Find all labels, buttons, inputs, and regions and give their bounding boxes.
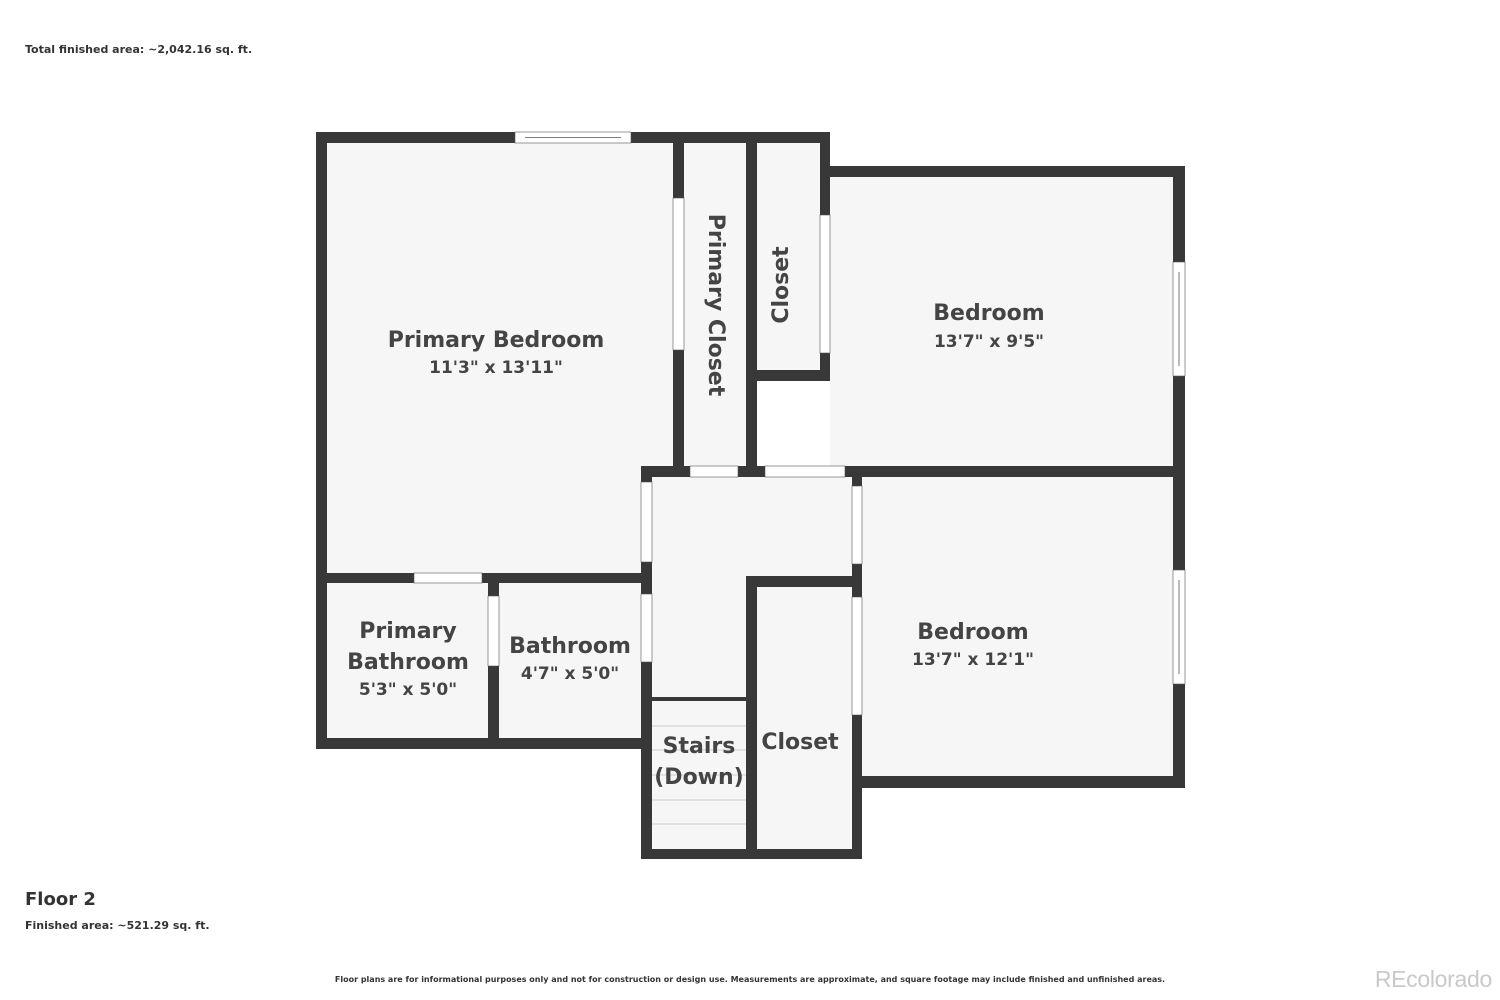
wall [641, 849, 862, 859]
bedroom-bottom-floor [862, 477, 1173, 776]
primary-closet-floor [684, 143, 746, 469]
doorway [851, 485, 863, 565]
room-dims-primary-bathroom: 5'3" x 5'0" [359, 680, 457, 700]
wall [820, 166, 1185, 177]
room-dims-bedroom-top: 13'7" x 9'5" [934, 332, 1044, 352]
wall [641, 466, 652, 859]
doorway [672, 197, 685, 351]
room-name-bedroom-bottom: Bedroom [917, 620, 1028, 645]
stair-treads [652, 725, 746, 825]
bedroom-top-floor [830, 177, 1173, 467]
wall [641, 466, 1185, 477]
floor-finished-area: Finished area: ~521.29 sq. ft. [25, 919, 210, 932]
room-name-bathroom: Bathroom [509, 634, 631, 659]
room-name-bedroom-top: Bedroom [933, 301, 1044, 326]
room-floors [327, 143, 1173, 849]
wall [746, 576, 757, 859]
doorway [764, 465, 846, 478]
room-name-primary-bedroom: Primary Bedroom [388, 328, 605, 353]
doorway [689, 465, 739, 478]
floor-name: Floor 2 [25, 889, 96, 910]
wall [652, 697, 746, 701]
room-name-stairs-line2: (Down) [654, 765, 743, 790]
wall [316, 738, 652, 749]
wall [316, 573, 652, 583]
wall [746, 576, 862, 587]
room-name-primary-bathroom-line1: Primary [359, 619, 456, 644]
wall [316, 132, 327, 749]
primary-bathroom-floor [327, 583, 488, 738]
wall [746, 370, 830, 381]
disclaimer: Floor plans are for informational purpos… [334, 975, 1166, 984]
doorway [851, 596, 863, 716]
doorway [487, 595, 500, 667]
wall [852, 776, 1185, 788]
bathroom-floor [499, 583, 642, 738]
wall [746, 132, 757, 477]
doorway [640, 593, 653, 663]
doorway [640, 481, 653, 563]
room-name-closet-bottom: Closet [761, 730, 839, 755]
closet-bottom-floor [757, 587, 852, 849]
closet-top-floor [757, 143, 820, 370]
brand-logo: REcolorado [1374, 966, 1492, 992]
room-dims-bedroom-bottom: 13'7" x 12'1" [912, 650, 1034, 670]
room-name-stairs-line1: Stairs [663, 734, 736, 759]
room-name-primary-bathroom-line2: Bathroom [347, 650, 469, 675]
doorway [819, 214, 831, 354]
room-name-primary-closet: Primary Closet [703, 214, 728, 397]
openings [413, 131, 1186, 716]
room-dims-bathroom: 4'7" x 5'0" [521, 664, 619, 684]
primary-bedroom-floor [327, 143, 673, 574]
room-labels: Primary Bedroom 11'3" x 13'11" Primary C… [347, 214, 1045, 790]
room-name-closet-top: Closet [769, 246, 794, 324]
doorway [413, 572, 483, 584]
room-dims-primary-bedroom: 11'3" x 13'11" [429, 358, 563, 378]
total-finished-area: Total finished area: ~2,042.16 sq. ft. [25, 43, 253, 56]
